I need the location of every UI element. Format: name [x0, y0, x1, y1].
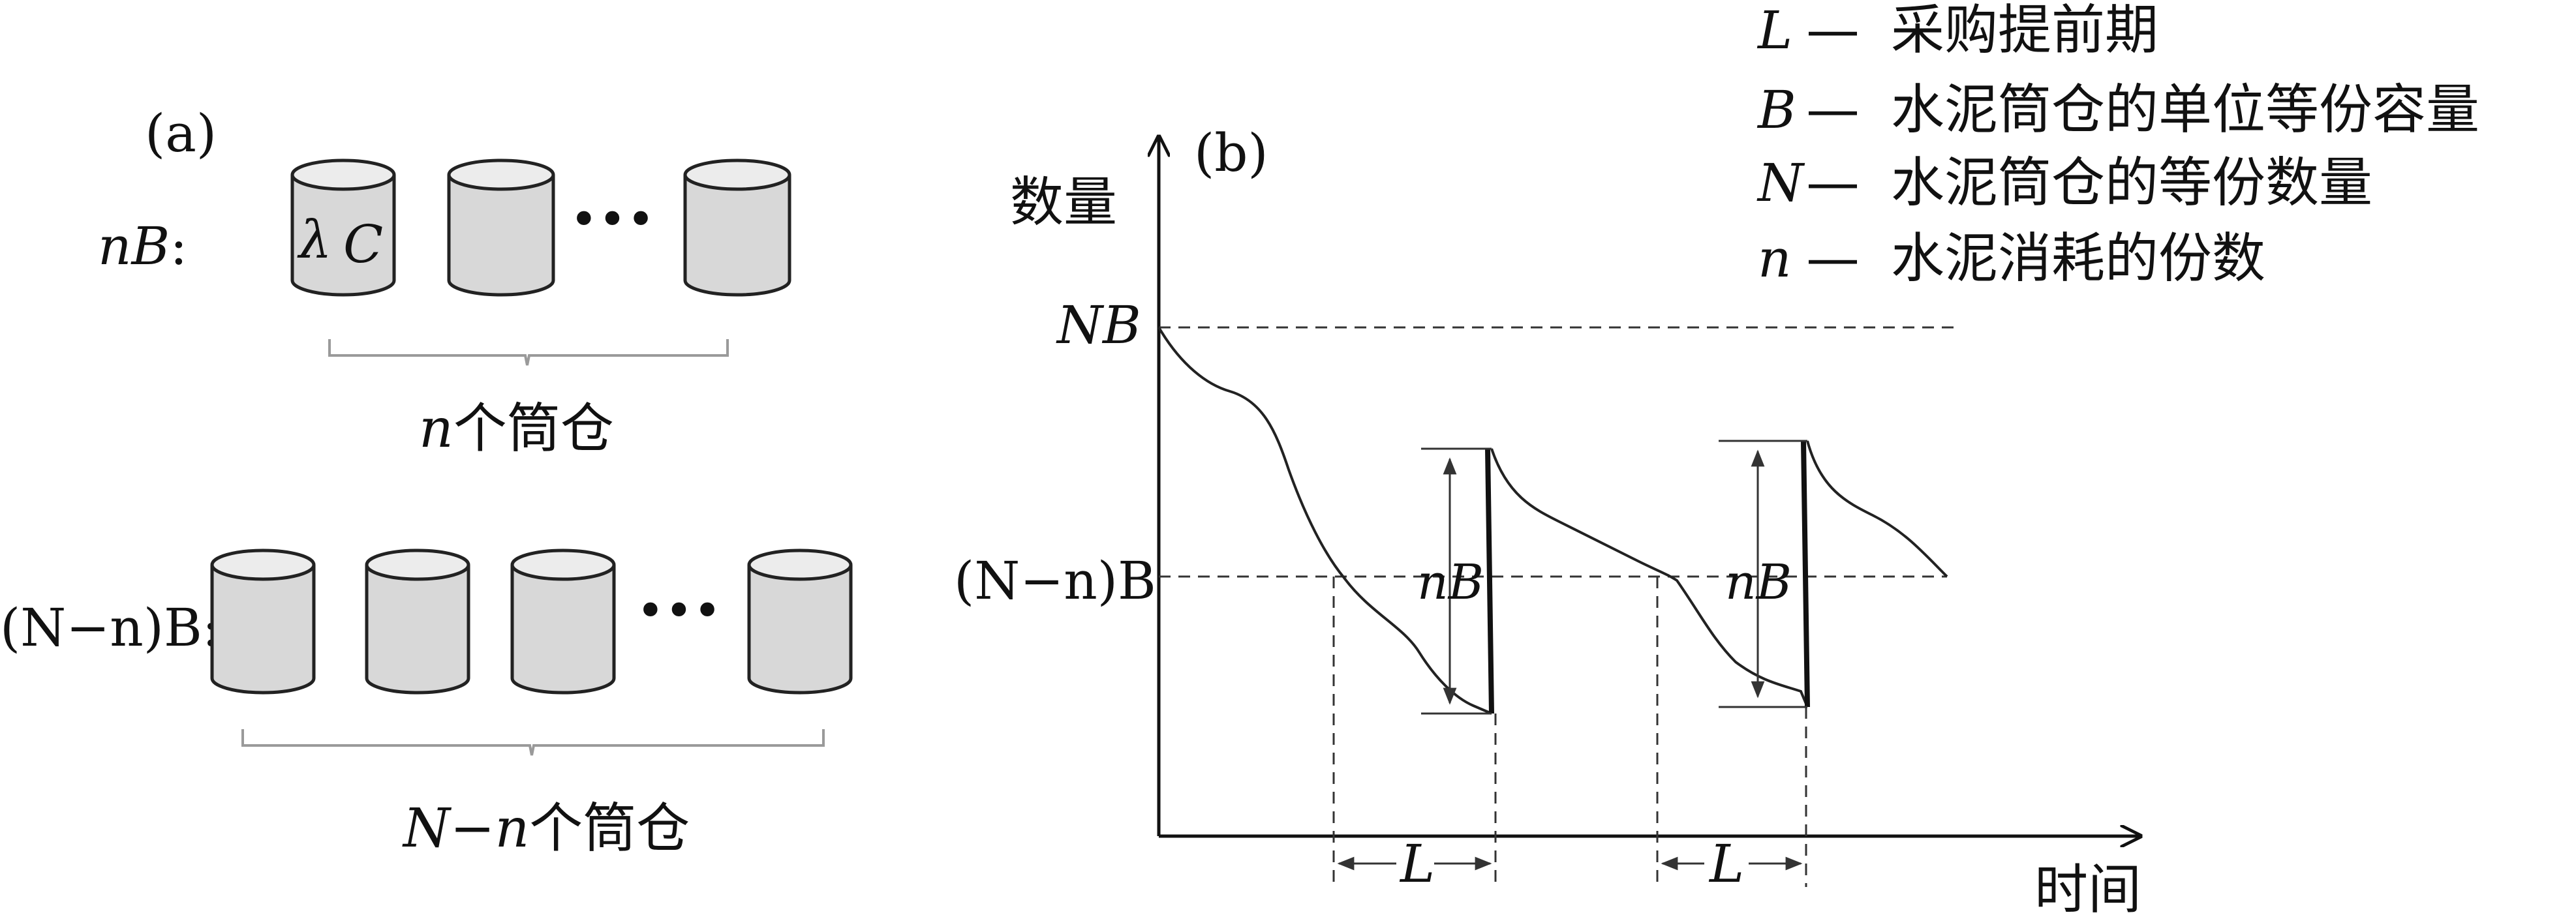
- legend-symbol: B: [1756, 80, 1796, 140]
- panel-a: (a) nB: λ C ••• n个筒仓 (N−n)B:: [0, 103, 853, 860]
- legend-dash: —: [1806, 152, 1860, 214]
- lead-2-label: L: [1708, 834, 1744, 894]
- panel-a-label: (a): [145, 103, 217, 164]
- can-c-text: C: [343, 214, 383, 275]
- legend-dash: —: [1806, 228, 1860, 290]
- silo-can: [365, 549, 470, 695]
- silo-can: [210, 549, 316, 695]
- row2-label: (N−n)B:: [0, 597, 220, 658]
- lead-1-label: L: [1399, 834, 1435, 894]
- can-lambda-text: λ: [297, 209, 332, 270]
- refill-line-1: [1485, 448, 1494, 714]
- silo-can: [683, 158, 791, 297]
- panel-b-label: (b): [1194, 123, 1268, 183]
- legend-dash: —: [1806, 0, 1860, 61]
- row1-brace: [328, 339, 729, 366]
- refill-line-2: [1801, 440, 1810, 708]
- legend-symbol: n: [1758, 228, 1792, 289]
- refill-1-label: nB: [1417, 554, 1484, 610]
- silo-can: [747, 549, 853, 695]
- x-axis-label: 时间: [2034, 859, 2141, 917]
- legend-symbol: N: [1756, 153, 1805, 213]
- silo-can-lambda-c: λ C: [290, 158, 396, 297]
- legend-item: B — 水泥筒仓的单位等份容量: [1756, 79, 2479, 141]
- row1-cans: λ C •••: [290, 158, 791, 297]
- row1-group-caption: n个筒仓: [419, 398, 614, 460]
- legend-text: 水泥筒仓的单位等份容量: [1891, 79, 2479, 141]
- silo-can: [510, 549, 616, 695]
- legend-text: 水泥消耗的份数: [1891, 228, 2265, 290]
- legend-item: L — 采购提前期: [1756, 0, 2158, 61]
- legend: L — 采购提前期 B — 水泥筒仓的单位等份容量 N — 水泥筒仓的等份数量 …: [1756, 0, 2479, 290]
- legend-text: 采购提前期: [1891, 0, 2158, 61]
- row1-label: nB:: [98, 216, 187, 277]
- legend-item: n — 水泥消耗的份数: [1758, 228, 2265, 290]
- y-axis-label: 数量: [1010, 172, 1117, 233]
- inventory-curve: [1158, 326, 1948, 715]
- legend-symbol: L: [1756, 0, 1792, 61]
- legend-item: N — 水泥筒仓的等份数量: [1756, 152, 2372, 214]
- mid-level-label: (N−n)B: [954, 550, 1156, 611]
- silo-can: [447, 158, 555, 297]
- panel-b: (b) 数量 时间 NB (N−n)B nB nB L: [954, 123, 2141, 917]
- row2-brace: [241, 729, 825, 756]
- row2-group-caption: N−n个筒仓: [402, 798, 690, 860]
- legend-dash: —: [1806, 79, 1860, 141]
- row1-ellipsis: •••: [570, 192, 655, 248]
- refill-2-label: nB: [1725, 554, 1792, 610]
- row2-ellipsis: •••: [636, 583, 722, 639]
- nb-level-label: NB: [1056, 295, 1141, 355]
- legend-text: 水泥筒仓的等份数量: [1891, 152, 2372, 214]
- row2-cans: •••: [210, 549, 853, 695]
